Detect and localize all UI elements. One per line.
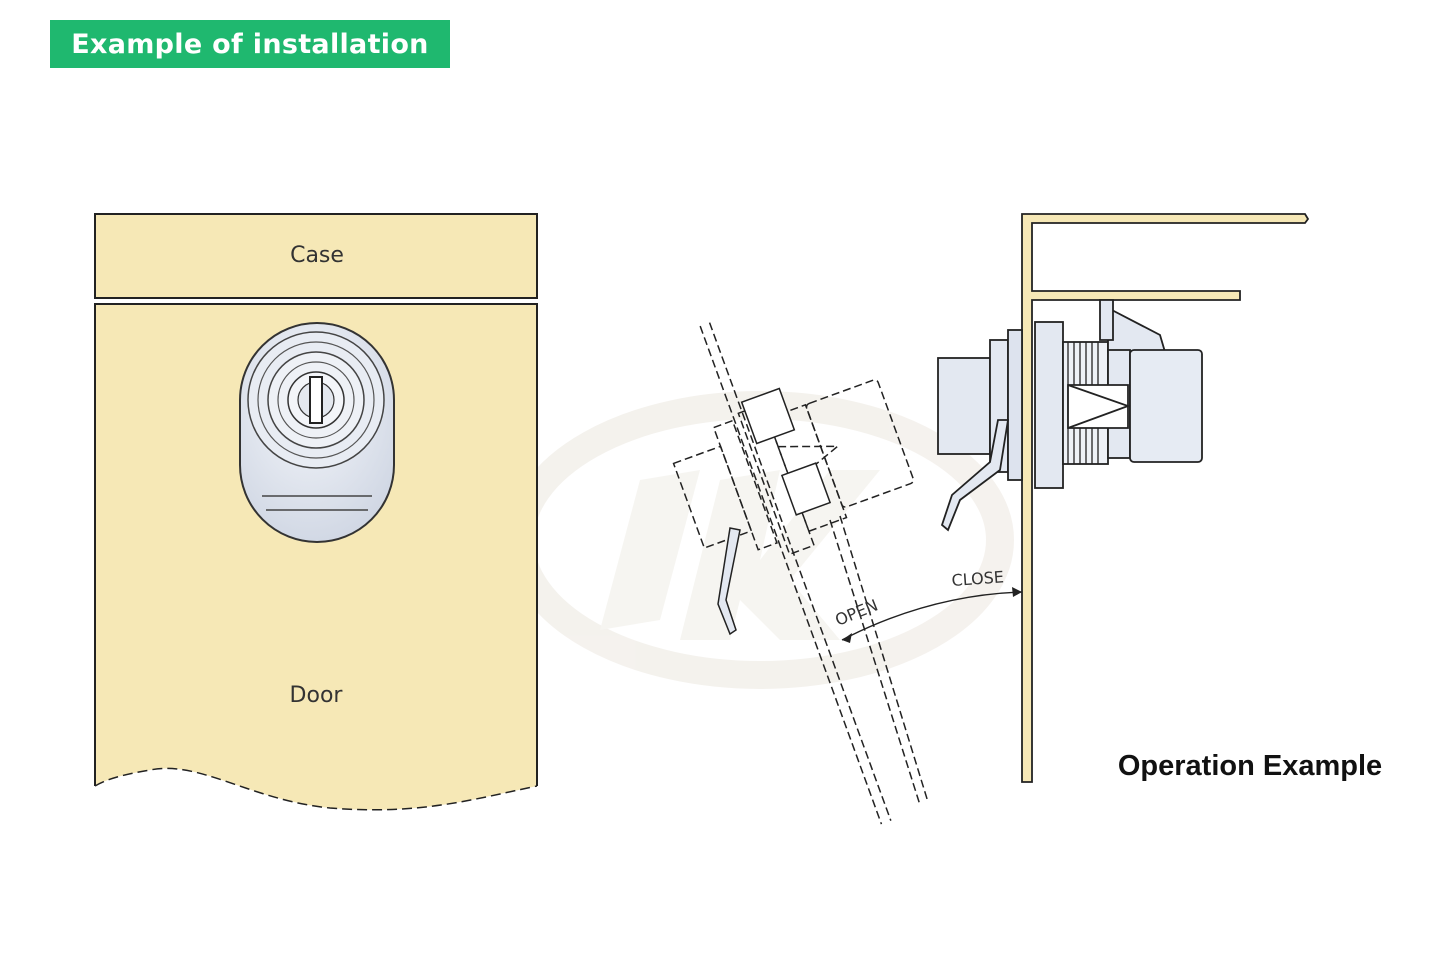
close-label: CLOSE (951, 567, 1005, 590)
closed-lock (937, 299, 1203, 532)
operation-example-title: Operation Example (1118, 750, 1382, 782)
section-header-title: Example of installation (71, 28, 429, 60)
door-panel: Door (94, 303, 538, 811)
open-lock-detail (717, 387, 929, 806)
case-frame-section (1021, 213, 1310, 783)
watermark-logo (506, 391, 1014, 689)
lock-face (239, 322, 395, 543)
case-label: Case (290, 243, 344, 268)
case-panel: Case (94, 213, 538, 299)
door-label: Door (290, 683, 344, 708)
rotation-arc (841, 587, 1023, 643)
section-header: Example of installation (50, 20, 450, 68)
